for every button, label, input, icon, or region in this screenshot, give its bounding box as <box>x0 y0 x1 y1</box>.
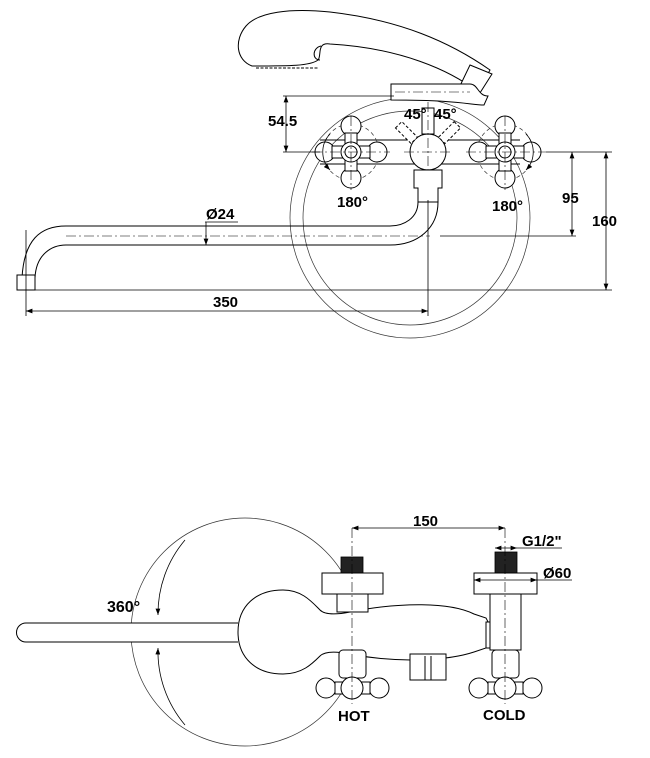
dim-total-height: 160 <box>592 213 617 230</box>
mixer-body-front <box>237 589 495 681</box>
hand-shower <box>237 10 493 106</box>
cold-valve-front <box>468 528 543 704</box>
label-hot: HOT <box>338 708 370 725</box>
dimensions-front <box>155 525 572 726</box>
dim-thread: G1/2" <box>522 533 562 550</box>
dim-flange-diameter: Ø60 <box>543 565 571 582</box>
dim-lever-angle-right: 45° <box>434 106 457 123</box>
dim-spout-rotation: 360° <box>107 599 140 616</box>
cold-cross-handle-top <box>466 115 546 190</box>
dim-spout-length: 350 <box>213 294 238 311</box>
hot-valve-front <box>315 528 390 704</box>
dim-handshower-height: 54.5 <box>268 113 297 130</box>
dim-handle-rotation-left: 180° <box>337 194 368 211</box>
dim-handle-rotation-right: 180° <box>492 198 523 215</box>
dim-lever-angle-left: 45° <box>404 106 427 123</box>
front-view: 150 G1/2" Ø60 360° HOT COLD <box>16 513 572 747</box>
hot-cross-handle-top <box>312 115 390 190</box>
dimensions-top <box>25 95 612 316</box>
top-view: 54.5 45° 45° 180° 180° Ø24 350 95 160 <box>16 10 617 339</box>
label-cold: COLD <box>483 707 526 724</box>
spout-front <box>16 622 238 643</box>
diverter <box>394 102 462 203</box>
dim-center-distance: 150 <box>413 513 438 530</box>
dim-spout-diameter: Ø24 <box>206 206 235 223</box>
dim-spout-height: 95 <box>562 190 579 207</box>
